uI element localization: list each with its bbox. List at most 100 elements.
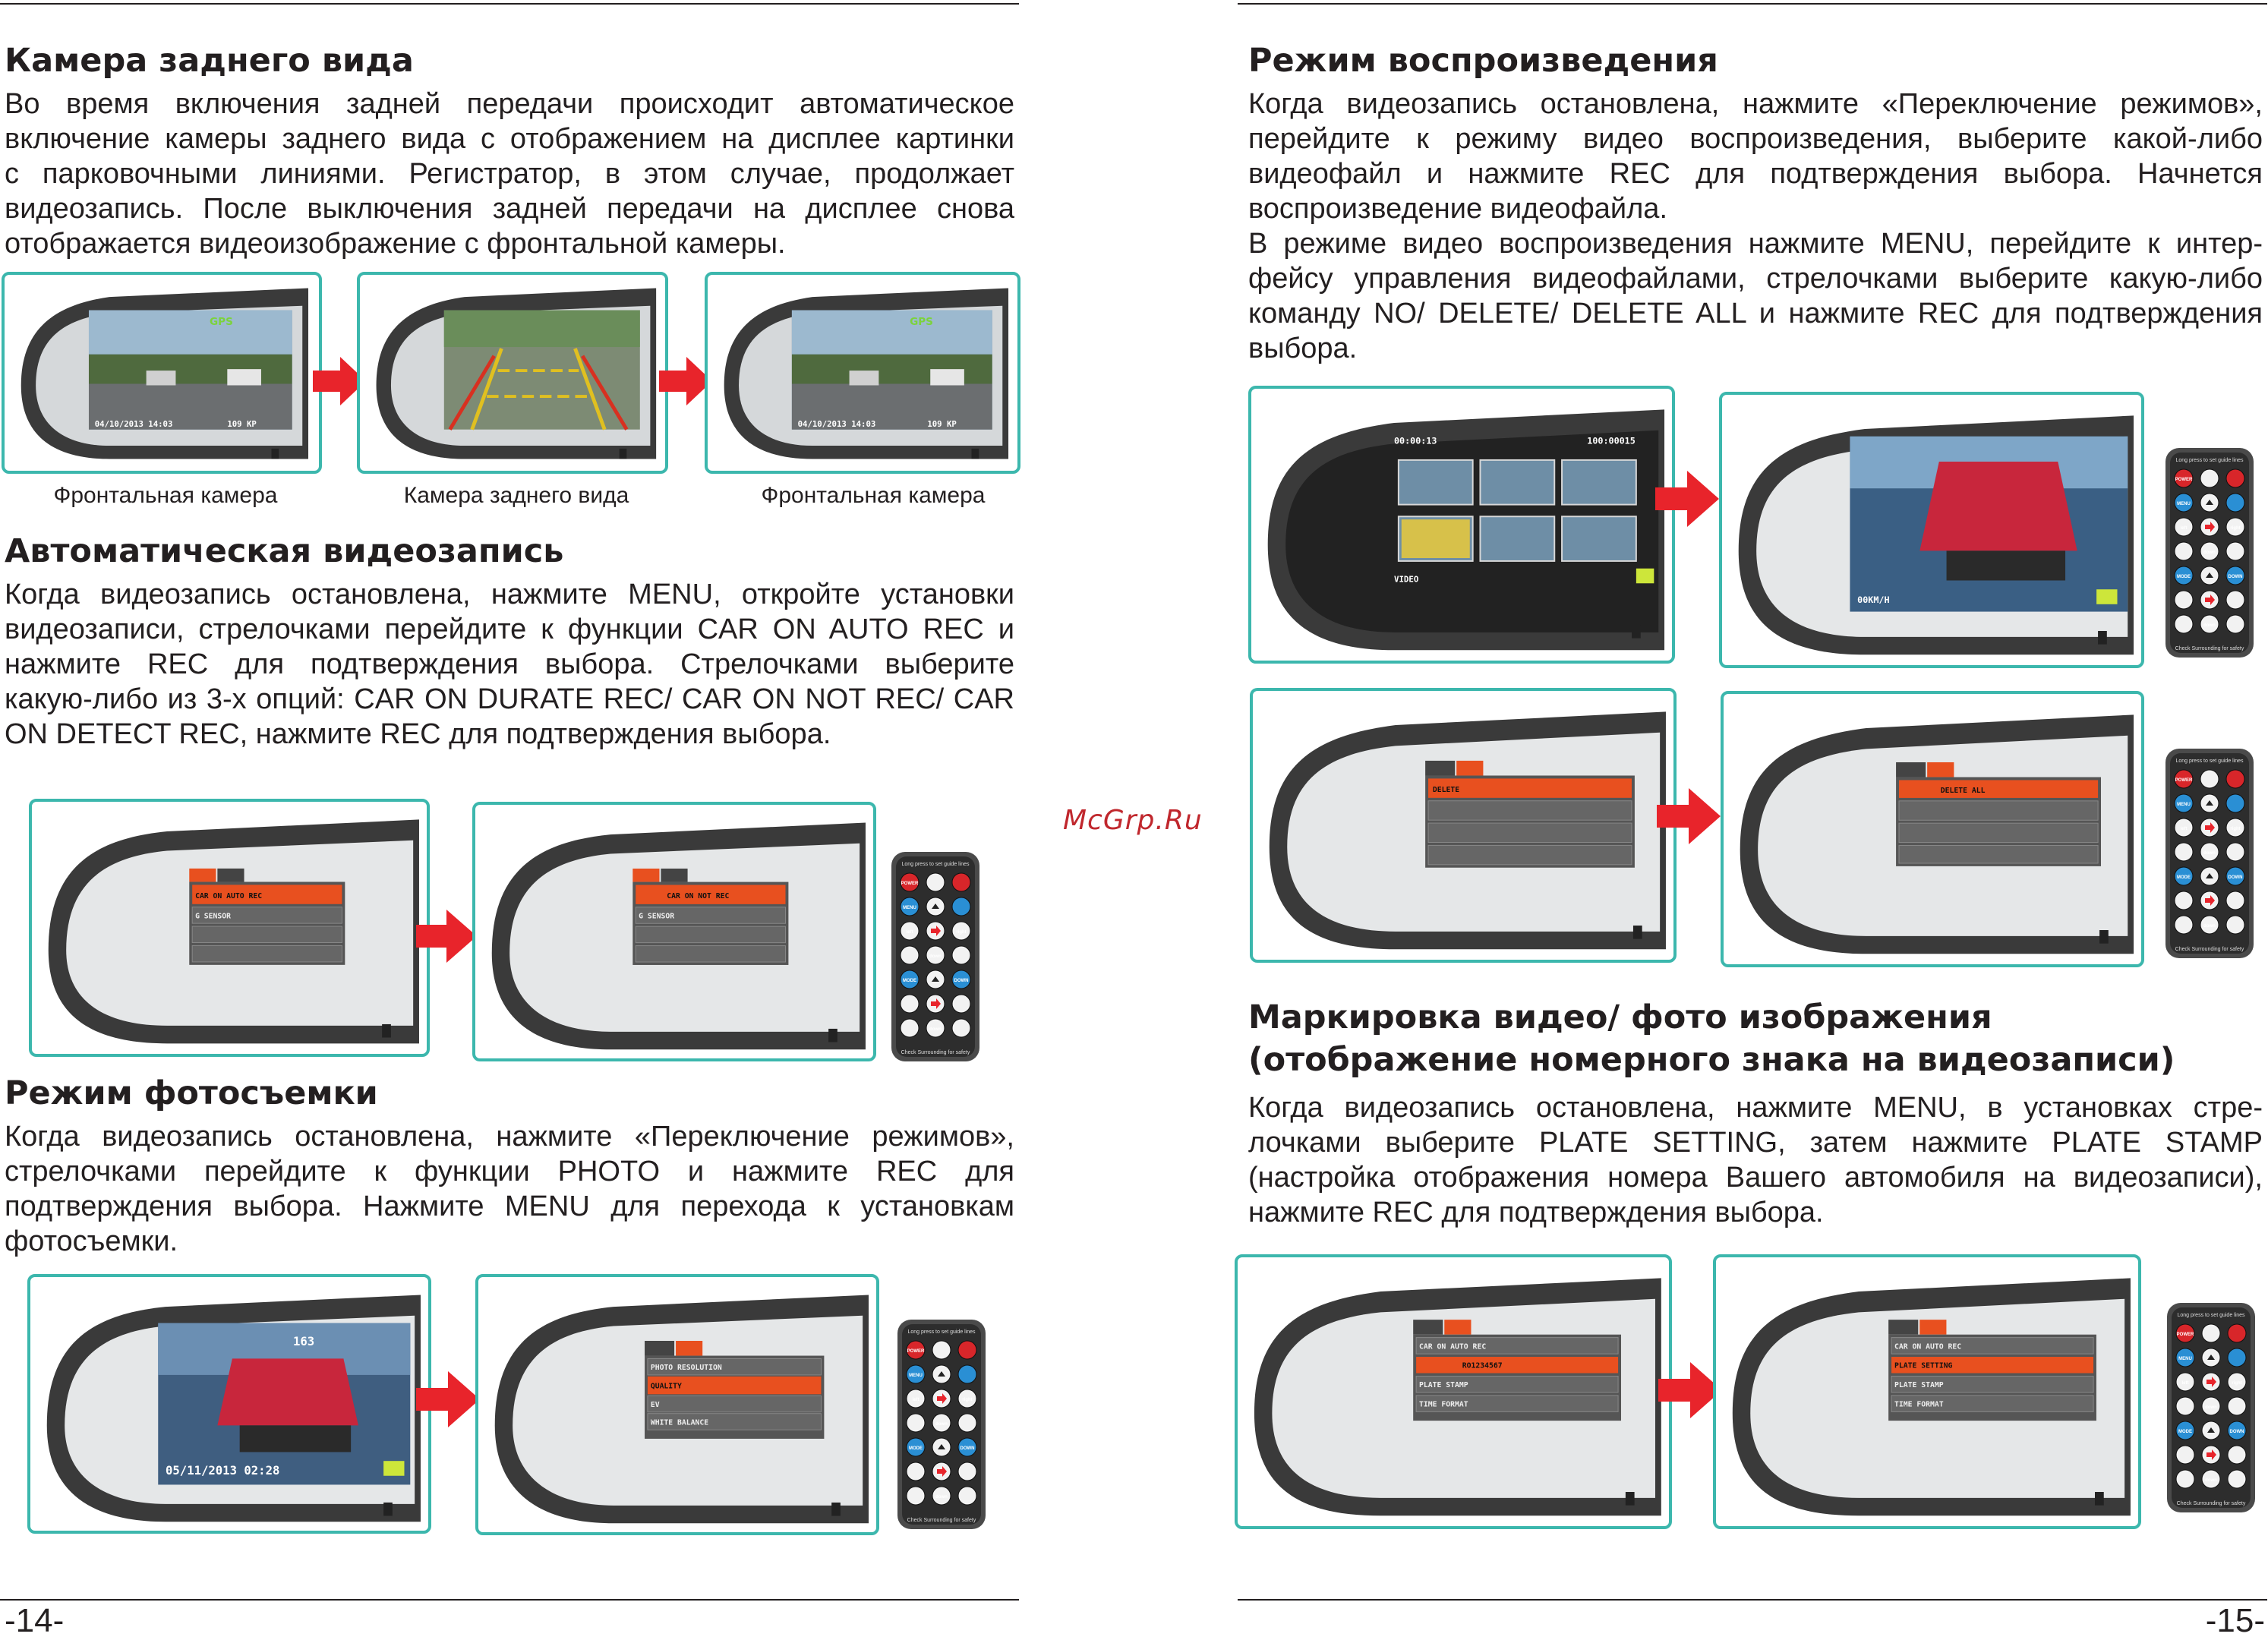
up-arrow-icon [2206,572,2213,578]
text-line: видеозапись. После выключения задней пер… [5,193,1014,225]
watermark: McGrp.Ru [1063,805,1203,836]
top-rule [0,3,1019,5]
ok-arrow-icon [2205,522,2215,532]
gps-label: GPS [910,316,933,328]
remote-button-label: right [2232,1381,2241,1386]
video-label: VIDEO [1394,574,1418,584]
arrow-right-icon [1655,471,1719,527]
remote-button-left [2174,818,2194,837]
remote-button-down [951,970,971,989]
remote-button-power [2174,769,2194,789]
date-label: 04/10/2013 14:03 [95,419,173,429]
remote-button-down [2225,866,2245,886]
menu-item: PLATE STAMP [1419,1381,1468,1389]
remote-button-label: MODE [903,979,916,983]
remote-button-label: POWER [2175,478,2193,482]
remote-button-down [926,1018,945,1038]
text-line: Когда видеозапись остановлена, нажмите M… [5,579,1014,610]
plate-number-input: RO1234567 [1462,1362,1503,1370]
mirror-delete-all-menu: DELETE ALL [1721,691,2144,967]
remote-button-down [2201,1469,2221,1489]
text-line: Когда видеозапись остановлена, нажмите «… [5,1121,1014,1153]
remote-button-menu [2174,793,2194,813]
remote-button-down [2200,915,2219,935]
remote-button [2225,614,2245,634]
menu-item: WHITE BALANCE [651,1418,708,1427]
remote-button-power [906,1340,926,1360]
remote-button [900,994,920,1014]
text-line: фотосъемки. [5,1225,178,1257]
remote-button-label: POWER [907,1349,925,1354]
bottom-rule [0,1599,1019,1601]
remote-button [2227,1348,2247,1367]
section-title-rear-camera: Камера заднего вида [5,42,414,80]
remote-button-label: MENU [2177,502,2191,506]
remote-button-mode [900,970,920,989]
arrow-right-icon [416,1371,480,1427]
remote-button [2200,769,2219,789]
auto-recording-text: Когда видеозапись остановлена, нажмите M… [5,577,1014,752]
remote-button-mode [906,1437,926,1457]
remote-button-mode [2174,866,2194,886]
page-number: -15- [2205,1602,2265,1639]
remote-button-label: MODE [2178,1430,2192,1434]
remote-header: Long press to set guide lines [907,1329,976,1335]
ok-arrow-icon [931,998,941,1009]
arrow-right-icon [659,357,712,405]
text-line: с парковочными линиями. Регистратор, в э… [5,158,1014,190]
text-line: Когда видеозапись остановлена, нажмите M… [1248,1092,2263,1124]
speed-label: 109 KP [927,419,957,429]
remote-button-label: right [2230,526,2240,531]
remote-button [2174,590,2194,610]
remote-button-label: DOWN [954,979,969,983]
plate-stamp-text: Когда видеозапись остановлена, нажмите M… [1248,1090,2263,1230]
remote-button [951,1018,971,1038]
remote-button-label: DOWN [2229,575,2243,579]
section-title-plate-stamp: Маркировка видео/ фото изображения [1248,998,1992,1036]
remote-button-down [2200,614,2219,634]
remote-button [957,1340,977,1360]
remote-button [951,945,971,965]
ok-arrow-icon [937,1466,947,1477]
text-line: В режиме видео воспроизведения нажмите M… [1248,228,2263,260]
remote-button [957,1486,977,1506]
remote-button-menu [2175,1348,2195,1367]
text-line: команду NO/ DELETE/ DELETE ALL и нажмите… [1248,298,2263,330]
remote-button-power [2174,468,2194,488]
remote-button-right [957,1389,977,1408]
remote-button [906,1462,926,1481]
remote-button-label: down [2203,623,2216,628]
page-14: Камера заднего вида Во время включения з… [0,0,1048,1640]
remote-button-label: DOWN [2230,1430,2244,1434]
remote-button-down [957,1437,977,1457]
remote-button-down [926,945,945,965]
arrow-right-icon [1658,1362,1722,1418]
remote-button-label: down [935,1422,948,1427]
remote-button-left [2175,1372,2195,1392]
text-line: стрелочками перейдите к функции PHOTO и … [5,1156,1014,1187]
text-line: подтверждения выбора. Нажмите MENU для п… [5,1191,1014,1222]
menu-item: CAR ON AUTO REC [1419,1342,1486,1351]
speed-label: 00KM/H [1857,594,1889,605]
text-line: выбора. [1248,333,1358,364]
remote-button [932,1340,951,1360]
text-line: (настройка отображения номера Вашего авт… [1248,1162,2263,1194]
remote-button-label: down [929,954,942,959]
remote-button [2225,541,2245,561]
ok-arrow-icon [2205,822,2215,833]
remote-button [2227,1469,2247,1489]
speed-label: 163 [293,1335,314,1348]
ok-arrow-icon [2206,1377,2216,1387]
remote-button-label: POWER [2177,1332,2194,1337]
remote-button [906,1413,926,1433]
remote-button-label: right [962,1398,972,1402]
remote-button-right [951,921,971,941]
remote-button-down [2227,1421,2247,1440]
remote-button-label: DOWN [961,1446,975,1451]
remote-footer: Check Surrounding for safety [2175,947,2244,952]
remote-button-label: MENU [2177,803,2191,807]
remote-button [2225,493,2245,512]
remote-button [2225,793,2245,813]
arrow-right-icon [416,910,477,963]
